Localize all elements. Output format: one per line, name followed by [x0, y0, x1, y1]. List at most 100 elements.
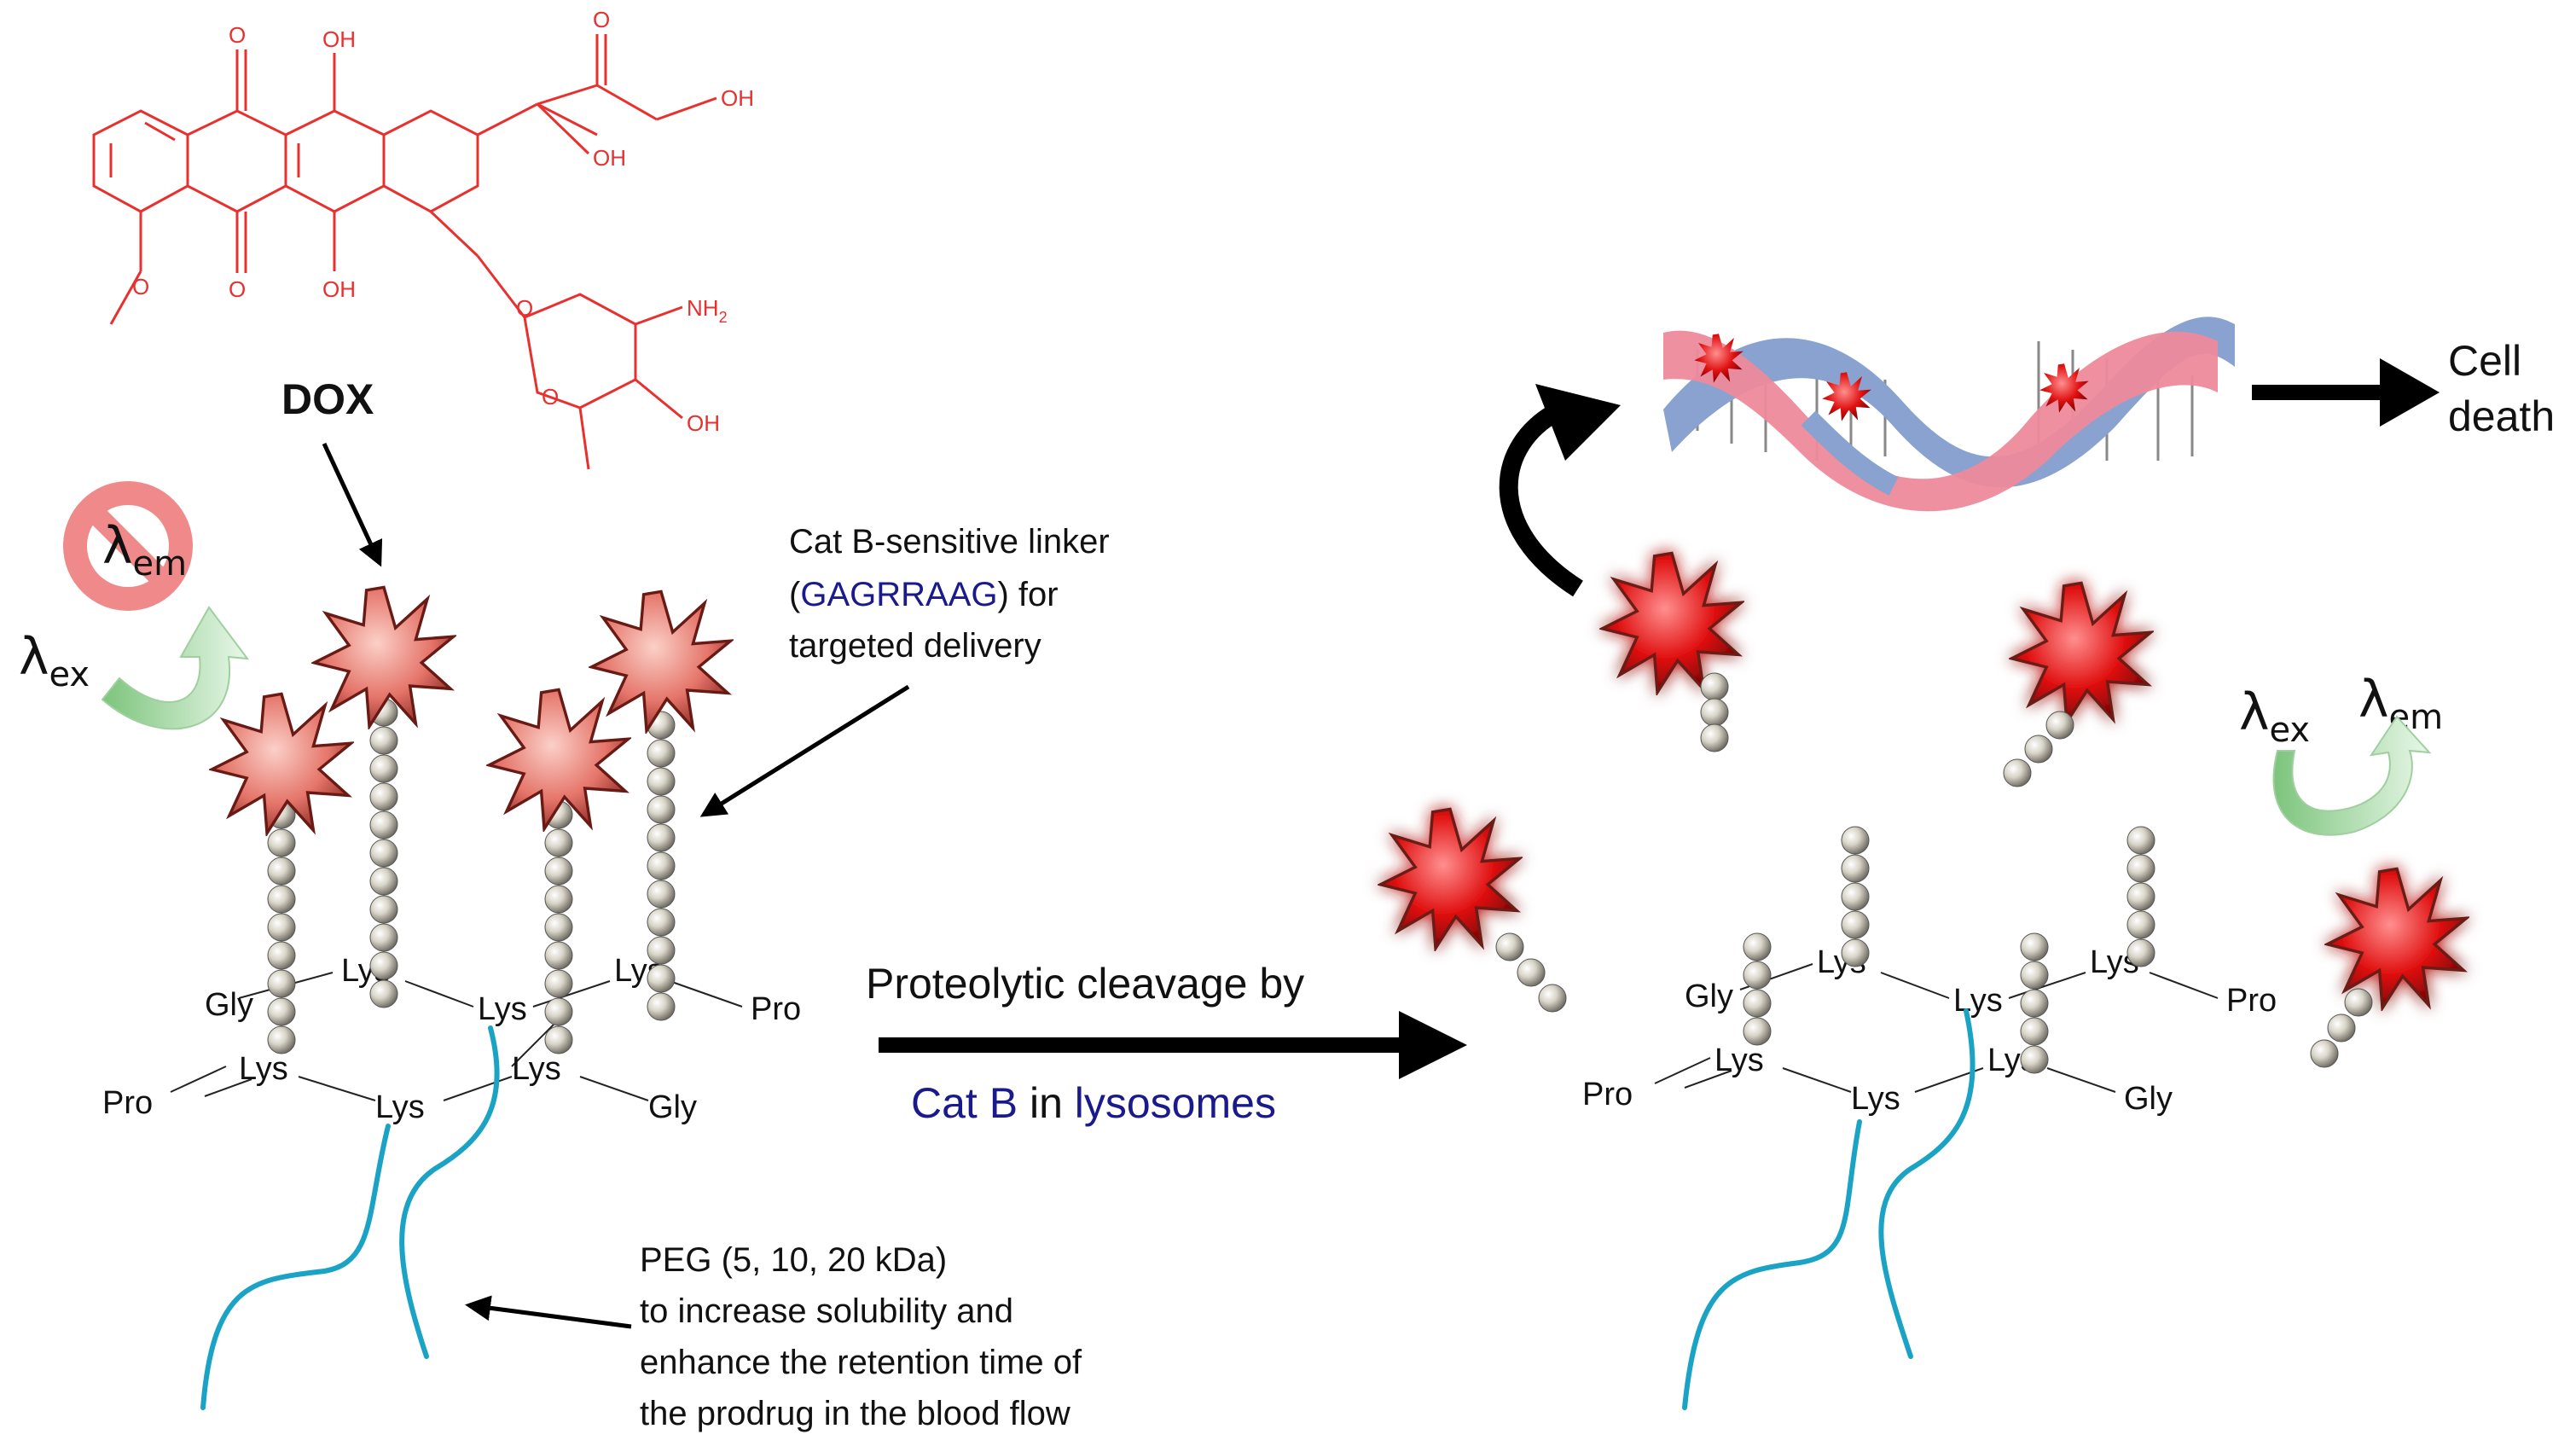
reaction-condition: Cat B in lysosomes: [911, 1079, 1276, 1127]
linker-bead: [544, 828, 573, 857]
linker-bead: [267, 913, 296, 942]
linker-bead: [2020, 1017, 2049, 1046]
linker-note-line3: targeted delivery: [789, 627, 1041, 665]
linker-bead: [544, 997, 573, 1026]
linker-bead: [2310, 1039, 2339, 1068]
left-dox-stars: [210, 585, 733, 835]
linker-bead: [647, 908, 676, 937]
linker-bead: [1700, 698, 1729, 727]
linker-bead: [2344, 988, 2373, 1017]
residue: Lys: [375, 1089, 425, 1125]
dox-molecule: [1600, 551, 1743, 694]
atom-nh2: NH2: [687, 295, 728, 326]
dox-pointer-arrow: [322, 442, 383, 567]
residue: Gly: [2124, 1081, 2173, 1117]
atom-oh-ring: OH: [593, 145, 626, 171]
peg-note-line1: PEG (5, 10, 20 kDa): [640, 1241, 947, 1279]
residue: Pro: [102, 1085, 153, 1121]
peg-note-line3: enhance the retention time of: [640, 1344, 1082, 1381]
linker-bead: [1700, 672, 1729, 701]
linker-bead: [2020, 989, 2049, 1018]
peg-pointer-arrow: [465, 1295, 632, 1329]
left-scaffold-residues: Gly Lys Lys Lys Pro Pro Lys Lys Lys Gly: [102, 953, 801, 1125]
dna-double-helix: [1663, 317, 2235, 512]
linker-bead: [2126, 910, 2155, 939]
residue: Pro: [2226, 983, 2277, 1019]
linker-bead: [647, 964, 676, 993]
peg-annotation: PEG (5, 10, 20 kDa) to increase solubili…: [640, 1241, 1082, 1432]
residue: Gly: [648, 1089, 697, 1125]
residue: Lys: [512, 1051, 561, 1087]
peg-note-line4: the prodrug in the blood flow: [640, 1395, 1070, 1432]
lambda-em-left: λem: [102, 516, 187, 584]
residue: Gly: [205, 987, 253, 1023]
linker-bead: [369, 839, 398, 868]
linker-bead: [1743, 961, 1772, 990]
right-peg-chains: [1682, 1008, 1976, 1410]
linker-bead: [647, 739, 676, 768]
residue: Lys: [1953, 983, 2003, 1019]
linker-bead: [369, 726, 398, 755]
linker-bead: [1700, 723, 1729, 752]
left-peg-chains: [200, 1025, 500, 1410]
peg-note-line2: to increase solubility and: [640, 1292, 1013, 1330]
atom-o-methoxy: O: [132, 274, 149, 299]
dox-molecule: [210, 692, 353, 835]
excitation-arrow-left: [101, 606, 250, 730]
linker-bead: [2126, 854, 2155, 883]
atom-o-bottom: O: [229, 276, 246, 302]
dox-molecule: [2325, 867, 2469, 1010]
linker-bead: [2126, 938, 2155, 967]
left-scaffold-bonds: [170, 972, 743, 1101]
linker-bead: [647, 992, 676, 1021]
linker-bead: [267, 969, 296, 998]
dox-atom-labels: O OH O OH OH O OH O O NH2 O OH: [132, 7, 754, 436]
linker-bead: [2020, 961, 2049, 990]
dox-structure: [92, 34, 717, 470]
linker-bead: [369, 782, 398, 811]
dox-molecule: [1378, 807, 1522, 950]
linker-bead: [369, 923, 398, 952]
dox-label: DOX: [281, 375, 374, 423]
atom-oh-chain: OH: [721, 85, 754, 111]
linker-bead: [1841, 854, 1870, 883]
residue: Pro: [1582, 1077, 1633, 1112]
linker-bead: [369, 754, 398, 783]
linker-bead: [1538, 984, 1567, 1013]
linker-bead: [2024, 735, 2053, 764]
linker-bead: [544, 941, 573, 970]
linker-bead: [647, 851, 676, 880]
linker-note-line2: (GAGRRAAG) for: [789, 576, 1059, 613]
linker-bead: [544, 969, 573, 998]
linker-bead: [267, 828, 296, 857]
linker-bead: [647, 936, 676, 965]
linker-bead: [369, 979, 398, 1008]
released-dox-fragments: [1378, 551, 2469, 1068]
linker-bead: [369, 810, 398, 839]
dox-molecule: [312, 585, 455, 729]
linker-bead: [1743, 932, 1772, 961]
linker-bead: [647, 823, 676, 852]
residue: Pro: [751, 991, 801, 1027]
linker-bead: [267, 997, 296, 1026]
no-emission-sign: [63, 481, 193, 611]
residue: Lys: [1714, 1043, 1764, 1078]
left-linkers: [267, 698, 676, 1054]
linker-bead: [1841, 910, 1870, 939]
residue: Lys: [478, 991, 527, 1027]
linker-bead: [2327, 1013, 2356, 1043]
linker-bead: [369, 895, 398, 924]
lambda-ex-right: λex: [2239, 682, 2310, 750]
excitation-arrow-right: [2272, 715, 2432, 836]
right-linker-stubs: [1743, 826, 2155, 1074]
linker-bead: [2045, 711, 2074, 740]
linker-bead: [647, 880, 676, 909]
residue: Lys: [1851, 1081, 1900, 1117]
linker-bead: [647, 767, 676, 796]
dox-molecule: [487, 688, 630, 831]
linker-bead: [544, 885, 573, 914]
linker-bead: [267, 941, 296, 970]
linker-bead: [544, 1025, 573, 1054]
atom-o-sugar: O: [542, 384, 559, 409]
